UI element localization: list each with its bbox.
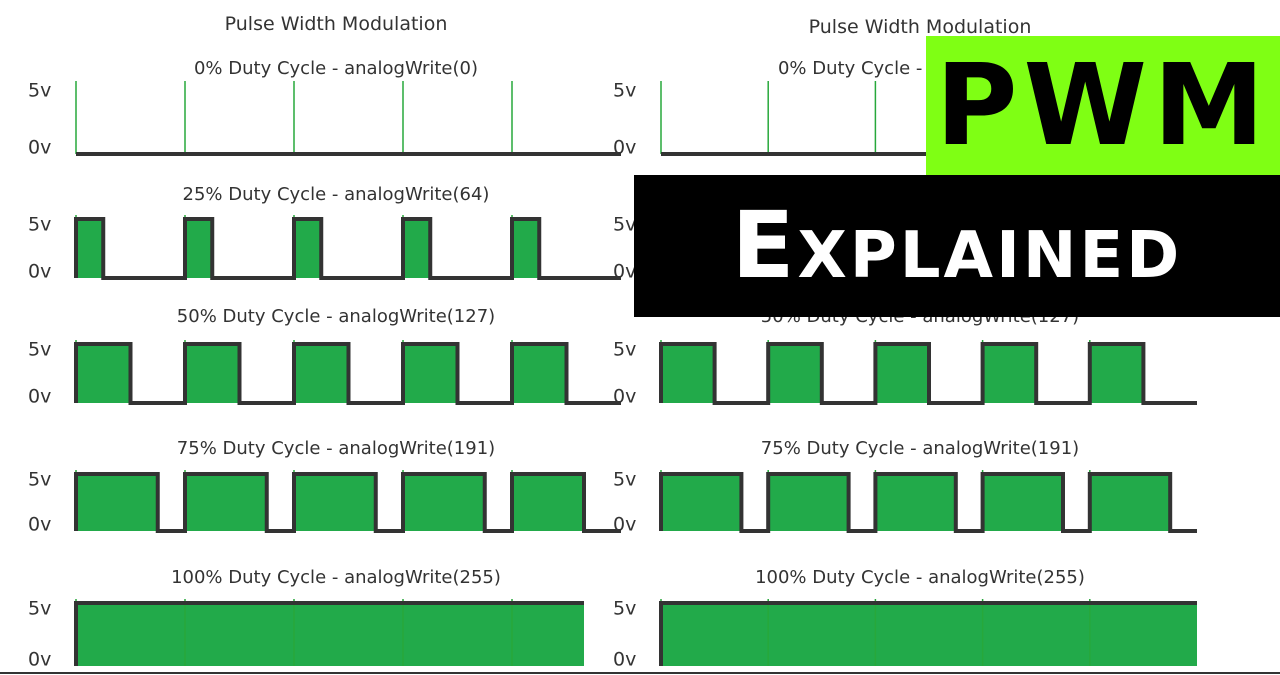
pwm-signal-line [74,472,621,533]
pulse-fill [76,603,185,666]
y-label-low: 0v [28,137,51,159]
pulse-fill [185,219,213,278]
pulse-fill [294,603,403,666]
pulse-fill [982,603,1090,666]
pwm-panel-left: Pulse Width Modulation 0% Duty Cycle - an… [28,13,621,671]
pulse-fill [185,603,294,666]
pulse-fill [1089,344,1144,403]
pulse-fill [512,344,567,403]
y-label-high: 5v [613,339,636,361]
duty-strip-75: 75% Duty Cycle - analogWrite(191) 5v 0v [28,438,621,536]
pulse-fill [1089,603,1197,666]
pulse-fill [76,474,158,531]
duty-strip-75: 75% Duty Cycle - analogWrite(191) 5v 0v [613,438,1197,536]
chart-title: Pulse Width Modulation [809,16,1032,38]
pulse-fill [512,474,584,531]
pulse-fill [76,344,131,403]
pulse-fill [76,219,104,278]
pulse-fill [403,219,431,278]
pulse-fill [512,219,540,278]
pulse-fill [875,603,983,666]
duty-strip-100: 100% Duty Cycle - analogWrite(255) 5v 0v [613,567,1197,671]
pulse-fill [768,603,876,666]
pwm-signal-line [74,601,584,666]
overlay-pwm-text: PWM [935,41,1271,171]
duty-strip-50: 50% Duty Cycle - analogWrite(127) 5v 0v [28,306,621,408]
pulse-fill [403,603,512,666]
overlay-explained-text: Explained [731,192,1183,299]
pulse-fill [185,344,240,403]
duty-cycle-label: 0% Duty Cycle - analogWrite(0) [194,58,478,79]
pulse-fill [294,344,349,403]
pulse-fill [875,344,929,403]
pulse-fill [982,344,1037,403]
y-label-high: 5v [613,469,636,491]
pwm-signal-line [659,601,1197,666]
duty-cycle-label: 100% Duty Cycle - analogWrite(255) [755,567,1085,588]
y-label-high: 5v [613,598,636,620]
duty-cycle-label: 75% Duty Cycle - analogWrite(191) [177,438,495,459]
y-label-low: 0v [28,514,51,536]
duty-cycle-label: 25% Duty Cycle - analogWrite(64) [183,184,490,205]
y-label-low: 0v [28,261,51,283]
pulse-fill [512,603,584,666]
pulse-fill [661,344,715,403]
pwm-signal-line [74,342,621,405]
y-label-low: 0v [613,261,636,283]
duty-strip-100: 100% Duty Cycle - analogWrite(255) 5v 0v [28,567,584,671]
y-label-high: 5v [28,80,51,102]
pulse-fill [768,344,822,403]
pwm-signal-line [74,217,621,280]
y-label-high: 5v [613,214,636,236]
pulse-fill [768,474,849,531]
y-label-high: 5v [613,80,636,102]
y-label-low: 0v [28,649,51,671]
duty-cycle-label: 50% Duty Cycle - analogWrite(127) [177,306,495,327]
pwm-signal-line [659,342,1197,405]
y-label-high: 5v [28,339,51,361]
pulse-fill [661,603,769,666]
y-label-low: 0v [613,137,636,159]
y-label-low: 0v [613,386,636,408]
y-label-high: 5v [28,214,51,236]
pulse-fill [661,474,742,531]
duty-strip-0: 0% Duty Cycle - analogWrite(0) 5v 0v [28,58,621,159]
pulse-fill [185,474,267,531]
duty-cycle-label: 100% Duty Cycle - analogWrite(255) [171,567,501,588]
y-label-low: 0v [613,514,636,536]
y-label-low: 0v [28,386,51,408]
pwm-signal-line [659,472,1197,533]
overlay-explained-box: Explained [634,175,1280,317]
y-label-high: 5v [28,598,51,620]
pulse-fill [982,474,1063,531]
pulse-fill [875,474,956,531]
duty-cycle-label: 75% Duty Cycle - analogWrite(191) [761,438,1079,459]
pulse-fill [403,474,485,531]
pulse-fill [1089,474,1171,531]
chart-title: Pulse Width Modulation [225,13,448,35]
pulse-fill [294,219,322,278]
y-label-low: 0v [613,649,636,671]
y-label-high: 5v [28,469,51,491]
duty-strip-25: 25% Duty Cycle - analogWrite(64) 5v 0v [28,184,621,283]
overlay-pwm-box: PWM [926,36,1280,176]
pulse-fill [294,474,376,531]
pulse-fill [403,344,458,403]
